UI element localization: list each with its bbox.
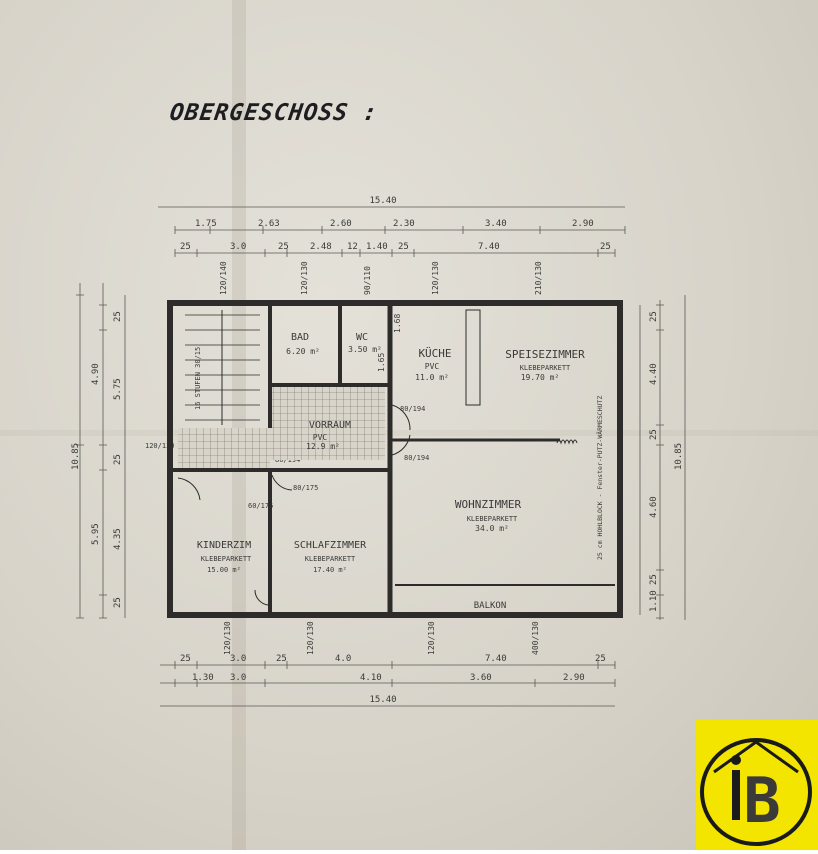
dim-bot2-2: 4.10: [360, 673, 382, 683]
dim-bot1-1: 3.0: [230, 654, 246, 664]
dim-right-inner-1: 4.40: [649, 363, 659, 385]
dim-bot2-3: 3.60: [470, 673, 492, 683]
dim-top1-4: 3.40: [485, 219, 507, 229]
dim-left-inner-0: 25: [113, 311, 123, 322]
opening-bottom-0: 120/130: [223, 621, 232, 655]
room-wohn-floor: KLEBEPARKETT: [467, 515, 518, 523]
dim-bot2-4: 2.90: [563, 673, 585, 683]
room-wohn-name: WOHNZIMMER: [455, 498, 522, 511]
dim-right-inner-5: 1.10: [649, 590, 659, 612]
dim-overall-bottom: 15.40: [369, 695, 396, 705]
room-speise-area: 19.70 m²: [521, 373, 560, 382]
house-b-logo-icon: B: [700, 738, 812, 846]
dim-top2-4: 12: [347, 242, 358, 252]
dim-top2-7: 7.40: [478, 242, 500, 252]
room-bad-name: BAD: [291, 332, 309, 343]
dim-top2-5: 1.40: [366, 242, 388, 252]
dim-left-outer-0: 4.90: [91, 363, 101, 385]
dim-left-inner-3: 4.35: [113, 528, 123, 550]
opening-bottom-3: 400/130: [531, 621, 540, 655]
dim-top1-2: 2.60: [330, 219, 352, 229]
room-kinder-floor: KLEBEPARKETT: [201, 555, 252, 563]
door-label-1: 80/194: [404, 454, 429, 462]
dim-top2-8: 25: [600, 242, 611, 252]
paper-fold-vertical: [232, 0, 246, 850]
room-balkon-name: BALKON: [474, 601, 507, 611]
opening-top-0: 120/140: [219, 261, 228, 295]
room-vorraum-name: VORRAUM: [309, 420, 351, 431]
dim-top1-0: 1.75: [195, 219, 217, 229]
opening-bottom-2: 120/130: [427, 621, 436, 655]
dim-right-inner-3: 4.60: [649, 496, 659, 518]
landing-tiles: [178, 428, 270, 468]
door-label-5: 120/130: [145, 442, 175, 450]
dim-bot2-1: 3.0: [230, 673, 246, 683]
realtor-logo: B: [696, 720, 818, 850]
dim-bot1-4: 7.40: [485, 654, 507, 664]
dim-bot1-2: 25: [276, 654, 287, 664]
stair-note: 16 STUFEN 30/15: [194, 347, 202, 410]
blue-dim-0: 1.65: [377, 353, 386, 372]
dim-bot1-3: 4.0: [335, 654, 351, 664]
dim-top2-1: 3.0: [230, 242, 246, 252]
opening-top-3: 120/130: [431, 261, 440, 295]
room-vorraum-floor: PVC: [313, 433, 328, 442]
dim-overall-top: 15.40: [369, 196, 396, 206]
dim-top2-6: 25: [398, 242, 409, 252]
opening-top-2: 90/110: [363, 266, 372, 295]
room-wohn-area: 34.0 m²: [475, 524, 509, 533]
dim-bot1-5: 25: [595, 654, 606, 664]
dim-left-inner-4: 25: [113, 597, 123, 608]
room-bad-area: 6.20 m²: [286, 347, 320, 356]
opening-top-4: 210/130: [534, 261, 543, 295]
paper-fold-horizontal: [0, 430, 818, 436]
vorraum-tiles: [270, 385, 385, 460]
room-speise-name: SPEISEZIMMER: [505, 348, 585, 361]
dim-top1-5: 2.90: [572, 219, 594, 229]
room-kueche-floor: PVC: [425, 362, 440, 371]
dim-right-inner-0: 25: [649, 311, 659, 322]
room-kueche-area: 11.0 m²: [415, 373, 449, 382]
room-wc-name: WC: [356, 332, 368, 343]
wall-note: 25 cm HOHLBLOCK - Fenster-PUTZ-WÄRMESCHU…: [595, 396, 604, 560]
room-schlaf-area: 17.40 m²: [313, 566, 347, 574]
door-label-4: 80/175: [293, 484, 318, 492]
dim-right-total: 10.85: [674, 443, 684, 470]
opening-bottom-1: 120/130: [306, 621, 315, 655]
room-labels: BAD 6.20 m² WC 3.50 m² KÜCHE PVC 11.0 m²…: [194, 332, 604, 611]
dim-top1-1: 2.63: [258, 219, 280, 229]
dim-top2-3: 2.48: [310, 242, 332, 252]
dim-right-inner-4: 25: [649, 574, 659, 585]
dimension-lines: [76, 206, 686, 707]
walls: [167, 300, 623, 618]
room-schlaf-name: SCHLAFZIMMER: [294, 540, 367, 551]
room-speise-floor: KLEBEPARKETT: [520, 364, 571, 372]
room-kinder-name: KINDERZIM: [197, 540, 251, 551]
dim-left-outer-1: 5.95: [91, 523, 101, 545]
dim-bot2-0: 1.30: [192, 673, 214, 683]
dimension-labels: 15.40 1.75 2.63 2.60 2.30 3.40 2.90 25 3…: [71, 196, 684, 705]
dim-right-inner-2: 25: [649, 429, 659, 440]
logo-letter: B: [743, 764, 780, 837]
door-label-3: 60/175: [248, 502, 273, 510]
blue-dim-1: 1.68: [393, 314, 402, 333]
room-kinder-area: 15.00 m²: [207, 566, 241, 574]
dim-left-inner-1: 5.75: [113, 378, 123, 400]
dim-left-inner-2: 25: [113, 454, 123, 465]
dim-top2-0: 25: [180, 242, 191, 252]
room-schlaf-floor: KLEBEPARKETT: [305, 555, 356, 563]
room-wc-area: 3.50 m²: [348, 345, 382, 354]
door-label-0: 80/194: [400, 405, 425, 413]
dim-left-total: 10.85: [71, 443, 81, 470]
room-vorraum-area: 12.9 m²: [306, 442, 340, 451]
opening-top-1: 120/130: [300, 261, 309, 295]
dim-top1-3: 2.30: [393, 219, 415, 229]
dim-bot1-0: 25: [180, 654, 191, 664]
room-kueche-name: KÜCHE: [418, 347, 451, 360]
dim-top2-2: 25: [278, 242, 289, 252]
